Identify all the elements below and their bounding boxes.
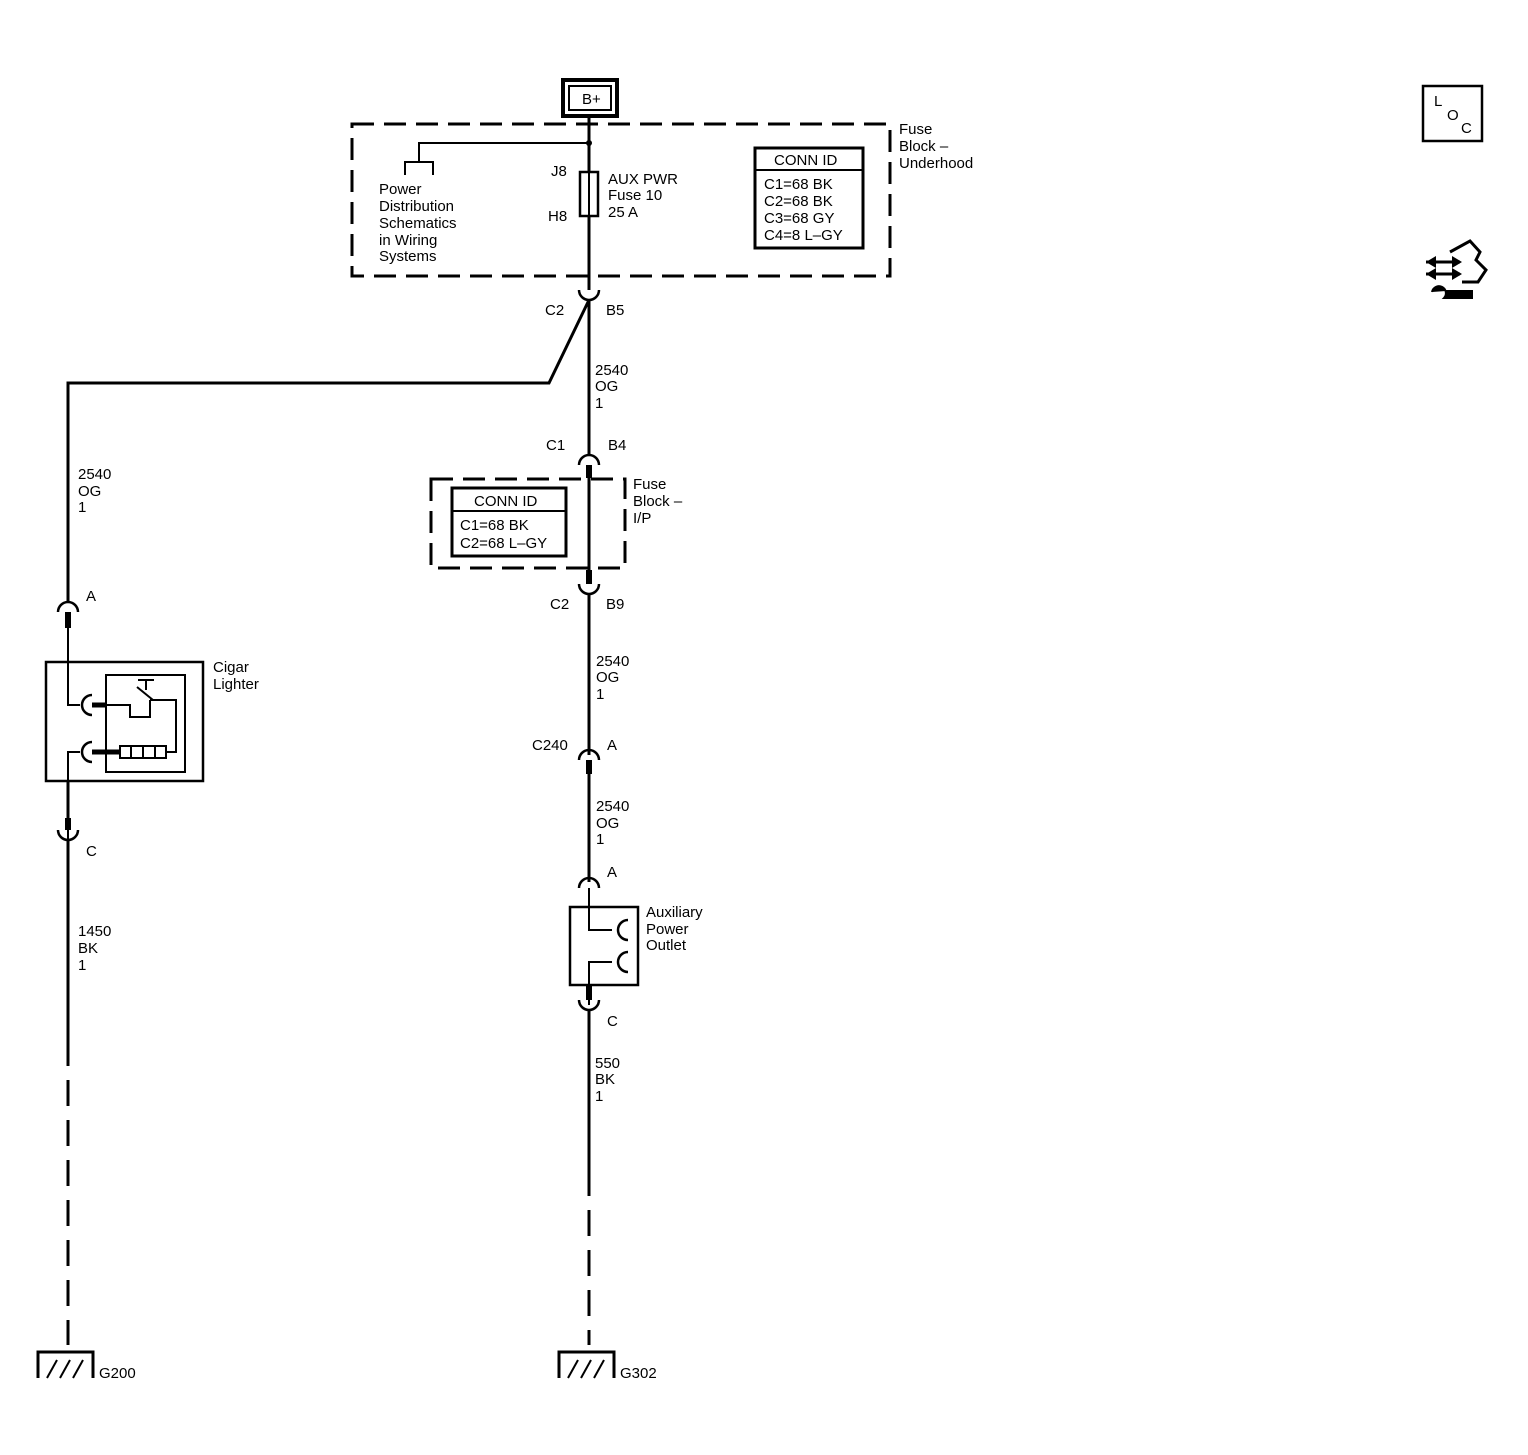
fuse-pin-top: J8 [551, 163, 567, 180]
svg-text:C1=68 BK C2=68 L–GY: C1=68 BK C2=68 L–GY [460, 517, 547, 552]
svg-text:A: A [607, 737, 617, 754]
fuse-label: AUX PWR Fuse 10 25 A [608, 171, 682, 221]
svg-text:C2: C2 [545, 302, 564, 319]
cigar-lighter-title: Cigar Lighter [213, 659, 259, 693]
fuse-block-underhood: Fuse Block – Underhood Power Distributio… [350, 121, 973, 278]
svg-text:C1: C1 [546, 437, 565, 454]
svg-text:L: L [1434, 93, 1442, 110]
svg-text:C2: C2 [550, 596, 569, 613]
svg-text:C240: C240 [532, 737, 568, 754]
connector-c2-b9: C2 B9 [550, 570, 624, 613]
wire-label-center-2: 2540 OG 1 [596, 653, 634, 703]
power-source: B+ [561, 78, 619, 118]
power-distribution-reference: Power Distribution Schematics in Wiring … [379, 181, 461, 265]
ground-g302: G302 [557, 1350, 657, 1382]
loc-icon: L O C [1421, 84, 1484, 143]
conn-id-table-underhood: CONN ID C1=68 BK C2=68 BK C3=68 GY C4=8 … [753, 146, 865, 250]
connector-service-icon [1426, 239, 1488, 299]
conn-id-table-ip: CONN ID C1=68 BK C2=68 L–GY [450, 486, 568, 558]
svg-text:CONN ID: CONN ID [474, 493, 538, 510]
svg-text:C1=68 BK C2=68 BK: C1=68 BK C2=68 BK C3=68 GY C4=8 L–GY [764, 176, 843, 244]
wire-label-center-ground: 550 BK 1 [595, 1055, 624, 1105]
wire-label-center-1: 2540 OG 1 [595, 362, 633, 412]
fuse-block-underhood-title: Fuse Block – Underhood [899, 121, 973, 172]
inline-connector-c240: C240 A [532, 737, 617, 774]
connector-c2-b5: C2 B5 [545, 289, 624, 319]
fuse-block-ip: Fuse Block – I/P CONN ID C1=68 BK C2=68 … [429, 476, 686, 570]
connector-c1-b4: C1 B4 [546, 437, 626, 478]
fuse-block-ip-title: Fuse Block – I/P [633, 476, 686, 527]
svg-text:G200: G200 [99, 1365, 136, 1382]
cigar-lighter: A C Cigar Lighter [44, 588, 259, 860]
aux-outlet-pin-c: C [607, 1013, 618, 1030]
svg-text:CONN ID: CONN ID [774, 152, 838, 169]
fuse-pin-bottom: H8 [548, 208, 567, 225]
svg-text:C: C [1461, 120, 1472, 137]
svg-text:B4: B4 [608, 437, 626, 454]
aux-outlet-title: Auxiliary Power Outlet [646, 904, 707, 954]
b-plus-label: B+ [582, 91, 601, 108]
auxiliary-power-outlet: A C Auxiliary Power Outlet [568, 864, 707, 1030]
wire-label-center-3: 2540 OG 1 [596, 798, 634, 848]
svg-text:B5: B5 [606, 302, 624, 319]
svg-text:G302: G302 [620, 1365, 657, 1382]
wire-label-left-feed: 2540 OG 1 [78, 466, 116, 516]
ground-g200: G200 [36, 1350, 136, 1382]
wire-label-left-ground: 1450 BK 1 [78, 923, 116, 974]
svg-text:O: O [1447, 107, 1459, 124]
cigar-lighter-pin-c: C [86, 843, 97, 860]
svg-text:B9: B9 [606, 596, 624, 613]
cigar-lighter-pin-a: A [86, 588, 96, 605]
aux-outlet-pin-a: A [607, 864, 617, 881]
